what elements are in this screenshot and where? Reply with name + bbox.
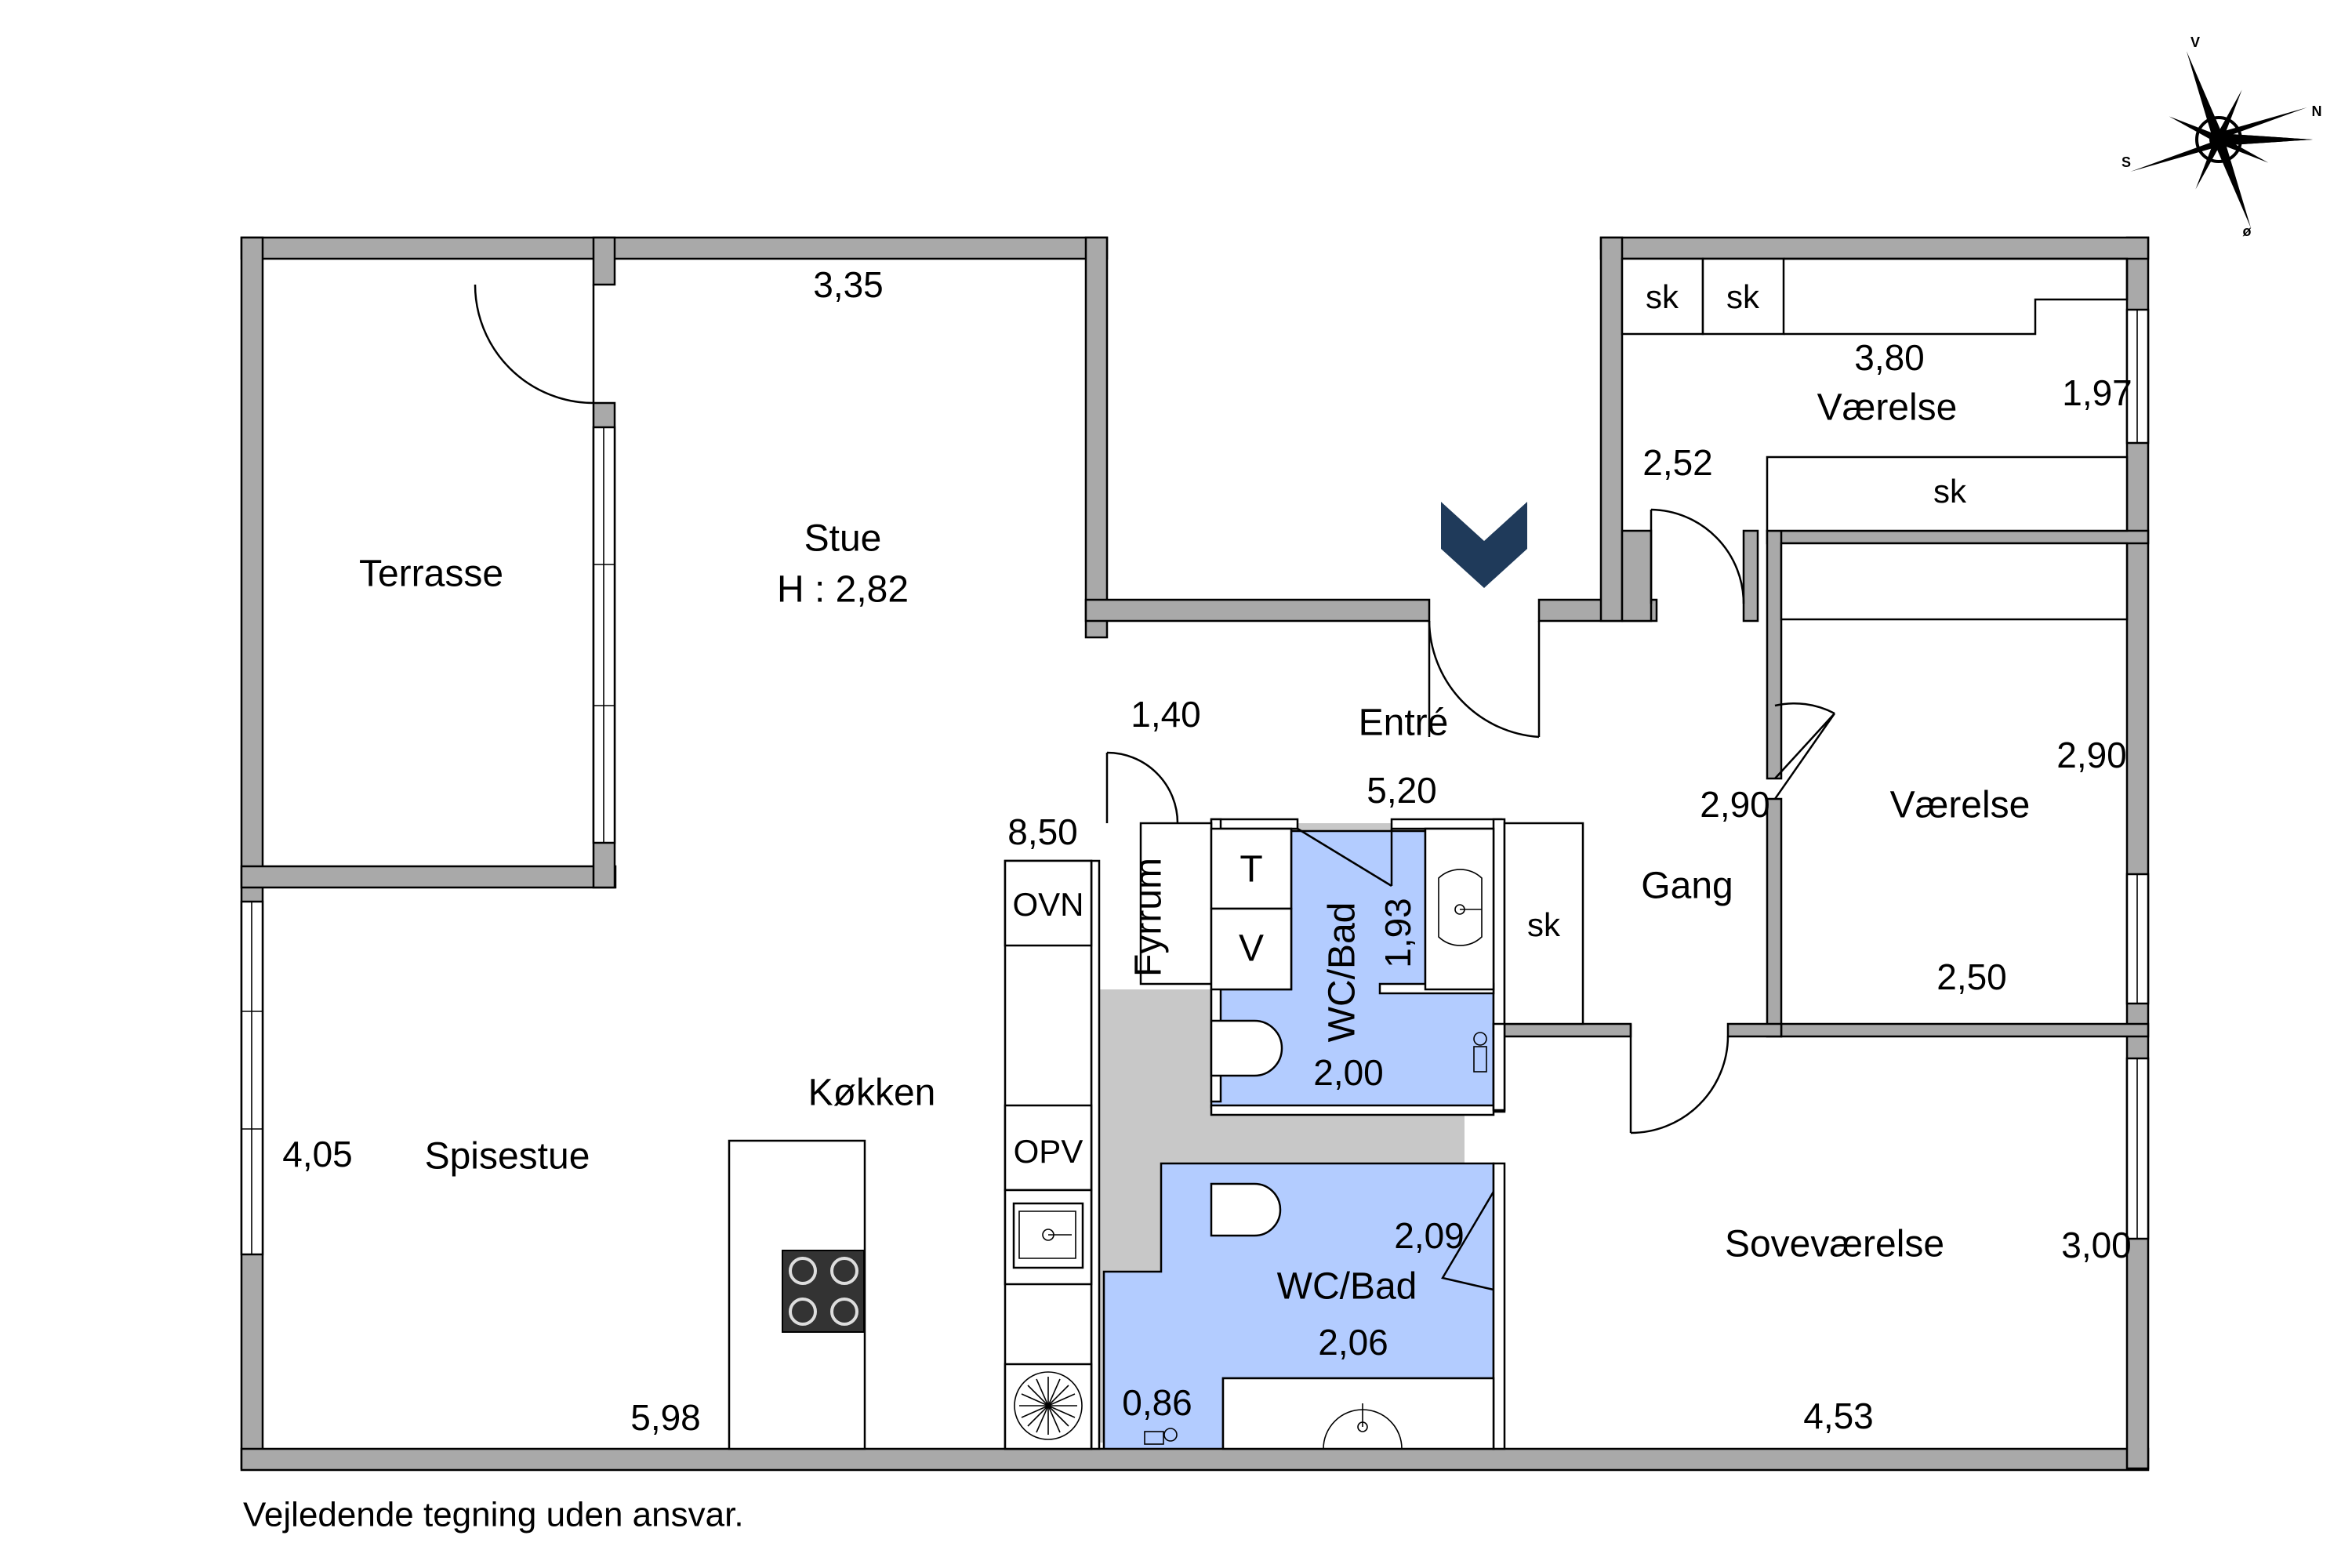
room-labels: Terrasse Stue H : 2,82 Entré Fyrrum WC/B…: [359, 387, 2030, 1308]
toilet-icon: [1210, 1182, 1282, 1237]
cooktop-icon: [782, 1250, 865, 1333]
dim-wc2-c: 0,86: [1122, 1382, 1192, 1423]
room-terrasse: Terrasse: [359, 554, 503, 595]
label-sk-1: sk: [1646, 278, 1679, 315]
room-fyrrum: Fyrrum: [1128, 858, 1170, 977]
doors: [474, 284, 1836, 1291]
dim-vaerelse1-b: 1,97: [2062, 372, 2132, 413]
kitchen-fixtures: [728, 822, 1293, 1450]
shower-icon: [1473, 1032, 1487, 1073]
room-koekken: Køkken: [808, 1073, 936, 1114]
wardrobes: [1503, 257, 2129, 1025]
room-sovevaerelse: Soveværelse: [1725, 1224, 1944, 1265]
dim-stue-width: 3,35: [813, 264, 884, 305]
dim-vaerelse1-a: 3,80: [1854, 337, 1925, 378]
bathroom-fixtures: [1144, 827, 1495, 1450]
room-vaerelse-2: Værelse: [1890, 785, 2031, 826]
compass-n: N: [2312, 103, 2322, 119]
dim-wc1-a: 1,93: [1377, 898, 1418, 968]
dim-spisestue-b: 5,98: [630, 1397, 701, 1438]
entry-marker-icon: [1441, 502, 1527, 588]
disclaimer: Vejledende tegning uden ansvar.: [243, 1496, 744, 1534]
room-gang: Gang: [1641, 866, 1733, 907]
dim-entre-2: 5,20: [1367, 770, 1437, 811]
label-ovn: OVN: [1012, 886, 1083, 923]
dim-spisestue-a: 4,05: [282, 1134, 353, 1174]
dim-koekken: 8,50: [1007, 811, 1078, 852]
compass-o: ø: [2243, 223, 2252, 239]
room-entre: Entré: [1359, 702, 1449, 744]
dimension-labels: 3,35 1,40 5,20 8,50 1,93 2,00 2,09 2,06 …: [282, 264, 2132, 1438]
toilet-icon: [1210, 1019, 1283, 1077]
dim-vaerelse2-a: 2,90: [2056, 735, 2127, 775]
walls: [240, 236, 2150, 1472]
compass-icon: V N S ø: [2122, 34, 2322, 239]
label-opv: OPV: [1014, 1133, 1083, 1170]
label-sk-2: sk: [1726, 278, 1760, 315]
label-v: V: [1239, 928, 1264, 970]
sink-icon: [1438, 869, 1483, 946]
compass-s: S: [2122, 154, 2131, 170]
dim-wc2-a: 2,09: [1394, 1215, 1465, 1256]
compass-v: V: [2190, 34, 2200, 50]
dim-entre-1: 1,40: [1131, 694, 1201, 735]
label-sk-3: sk: [1933, 473, 1967, 510]
room-wc-bad-1: WC/Bad: [1322, 902, 1363, 1043]
dim-vaerelse2-b: 2,50: [1936, 956, 2007, 997]
room-stue: Stue: [804, 518, 882, 560]
label-sk-4: sk: [1527, 906, 1561, 943]
dim-wc2-b: 2,06: [1318, 1322, 1388, 1363]
room-spisestue: Spisestue: [425, 1136, 590, 1178]
fan-icon: [1019, 1377, 1077, 1435]
dim-gang: 2,52: [1642, 442, 1713, 483]
room-stue-height: H : 2,82: [777, 569, 909, 611]
room-vaerelse-1: Værelse: [1817, 387, 1958, 429]
dim-sove-a: 3,00: [2061, 1225, 2132, 1265]
windows: [240, 308, 2150, 1256]
fixture-labels: OVN OPV T V sk sk sk sk: [1012, 278, 1967, 1170]
dim-gang-b: 2,90: [1700, 784, 1770, 825]
dim-sove-b: 4,53: [1803, 1396, 1874, 1436]
label-t: T: [1240, 849, 1262, 891]
shower-icon: [1144, 1428, 1178, 1445]
dim-wc1-b: 2,00: [1313, 1052, 1384, 1093]
sink-icon: [1323, 1409, 1403, 1450]
room-wc-bad-2: WC/Bad: [1277, 1266, 1417, 1308]
